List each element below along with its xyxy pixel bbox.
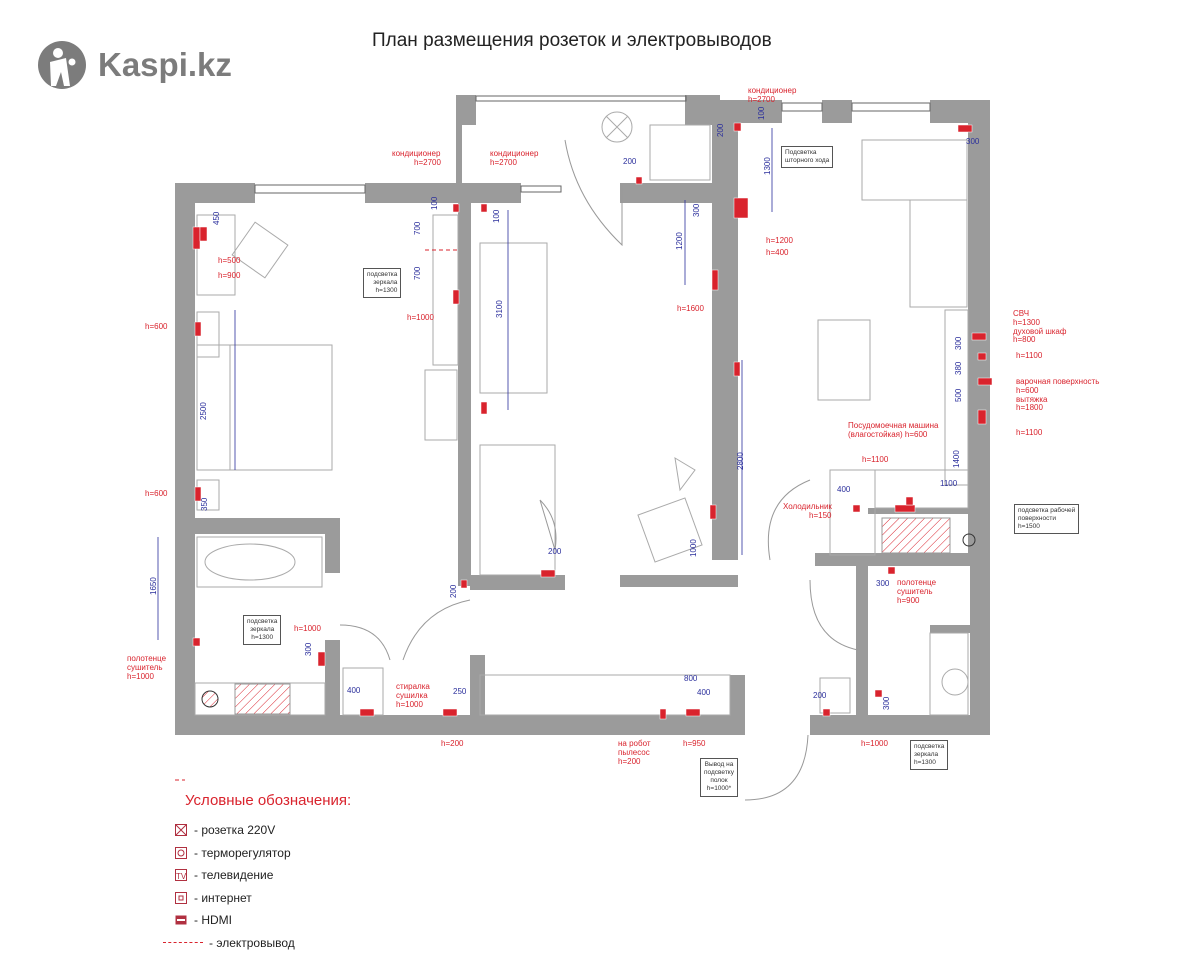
dimension-label: 1100 xyxy=(940,479,958,488)
dimension-label: 400 xyxy=(697,688,711,697)
dimension-label: 300 xyxy=(966,137,980,146)
height-label: h=900 xyxy=(218,271,241,280)
furniture xyxy=(194,111,969,716)
internet-icon xyxy=(174,891,188,904)
page-title: План размещения розеток и электровыводов xyxy=(372,30,772,51)
dimension-label: 200 xyxy=(813,691,827,700)
dimension-label: 1200 xyxy=(675,232,684,250)
door-swings xyxy=(339,139,859,801)
dimension-label: 700 xyxy=(413,221,422,235)
dimension-label: 300 xyxy=(876,579,890,588)
legend-item: - HDMI xyxy=(165,909,351,932)
svg-text:TV: TV xyxy=(176,872,187,881)
height-label: h=1600 xyxy=(677,304,704,313)
legend-label: - HDMI xyxy=(194,913,232,928)
height-label: h=1100 xyxy=(1016,351,1043,360)
dimension-label: 1300 xyxy=(763,157,772,175)
hatched-areas xyxy=(201,517,976,715)
legend-label: - электровывод xyxy=(209,935,295,950)
dimension-label: 500 xyxy=(954,388,963,402)
dimension-label: 200 xyxy=(623,157,637,166)
legend-item: - электровывод xyxy=(163,932,351,955)
dimension-label: 700 xyxy=(413,266,422,280)
height-label: h=600 xyxy=(145,322,168,331)
height-label: h=200 xyxy=(441,739,464,748)
height-label: h=400 xyxy=(766,248,789,257)
legend-label: - розетка 220V xyxy=(194,823,276,838)
dimension-label: 300 xyxy=(692,203,701,217)
wire-outlet-dashed-icon xyxy=(163,942,203,944)
dimension-label: 350 xyxy=(200,497,209,511)
height-label: h=1100 xyxy=(1016,428,1043,437)
legend-item: - розетка 220V xyxy=(165,819,351,842)
height-label: h=1100 xyxy=(862,455,889,464)
dimension-label: 800 xyxy=(684,674,698,683)
height-label: h=500 xyxy=(218,256,241,265)
dimension-label: 1400 xyxy=(952,450,961,468)
dimension-label: 400 xyxy=(837,485,851,494)
dimension-label: 400 xyxy=(347,686,361,695)
height-label: h=1000 xyxy=(861,739,888,748)
dimension-label: 300 xyxy=(304,642,313,656)
dimension-label: 2500 xyxy=(199,402,208,420)
height-label: h=1200 xyxy=(766,236,793,245)
legend-item: - терморегулятор xyxy=(165,842,351,865)
hdmi-icon xyxy=(174,914,188,926)
socket-220v-icon xyxy=(174,824,188,837)
logo-text: Kaspi.kz xyxy=(98,46,232,83)
dimension-label: 200 xyxy=(716,123,725,137)
wire-lines xyxy=(175,249,458,781)
dimension-label: 1000 xyxy=(689,539,698,557)
kaspi-logo-icon xyxy=(38,41,86,89)
height-label: h=950 xyxy=(683,739,706,748)
height-label: h=1000 xyxy=(294,624,321,633)
tv-icon: TV xyxy=(174,869,188,882)
legend-label: - терморегулятор xyxy=(194,845,291,860)
height-label: h=600 xyxy=(145,489,168,498)
dimension-label: 2800 xyxy=(736,452,745,470)
walls xyxy=(175,95,990,735)
outlet-markers xyxy=(192,122,993,720)
dimension-label: 380 xyxy=(954,361,963,375)
legend-title: Условные обозначения: xyxy=(185,792,352,809)
legend-label: - телевидение xyxy=(194,868,274,883)
dimension-label: 1650 xyxy=(149,577,158,595)
dimension-label: 3100 xyxy=(495,300,504,318)
dimension-label: 200 xyxy=(449,584,458,598)
legend-label: - интернет xyxy=(194,890,252,905)
dimension-label: 300 xyxy=(882,696,891,710)
dimension-label: 100 xyxy=(492,209,501,223)
dimension-label: 200 xyxy=(548,547,562,556)
legend-item: - интернет xyxy=(165,887,351,910)
dishwasher-label: Посудомоечная машина(влагостойкая) h=600 xyxy=(848,421,939,439)
height-label: h=1000 xyxy=(407,313,434,322)
dimension-label: 250 xyxy=(453,687,467,696)
kaspi-logo: Kaspi.kz xyxy=(36,40,232,90)
windows xyxy=(254,95,931,194)
dimension-lines xyxy=(157,128,773,640)
dimension-label: 100 xyxy=(430,196,439,210)
dimension-label: 300 xyxy=(954,336,963,350)
legend-item: TV - телевидение xyxy=(165,864,351,887)
legend: Условные обозначения: - розетка 220V - т… xyxy=(163,792,352,955)
dimension-label: 450 xyxy=(212,211,221,225)
thermostat-icon xyxy=(174,846,188,859)
dimension-label: 100 xyxy=(757,106,766,120)
